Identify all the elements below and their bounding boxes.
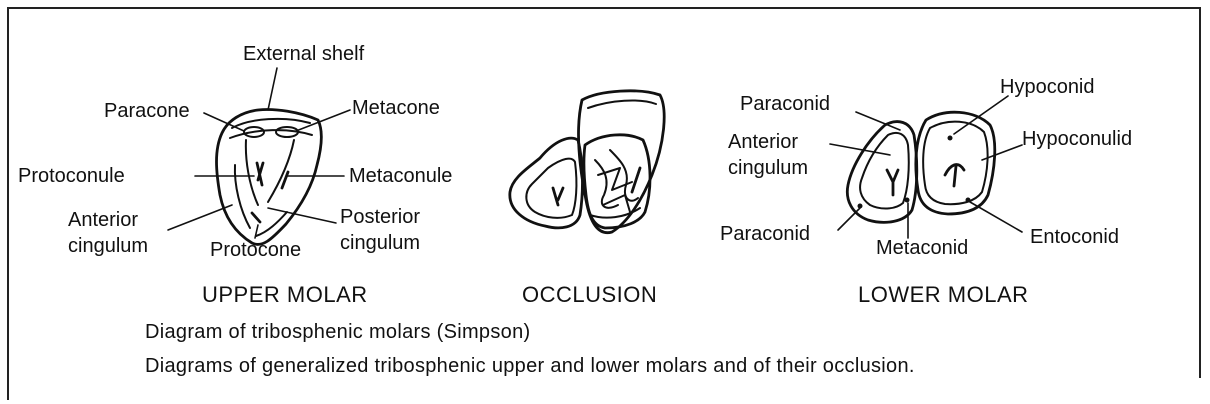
lower-molar-drawing — [847, 112, 994, 222]
label-paraconid-top: Paraconid — [740, 93, 830, 115]
caption: Diagram of tribosphenic molars (Simpson)… — [145, 321, 915, 377]
occlusion-group: OCCLUSION — [510, 91, 664, 307]
label-hypoconulid: Hypoconulid — [1022, 128, 1132, 150]
lower-molar-group: Paraconid Hypoconid Anterior cingulum Hy… — [720, 76, 1132, 307]
lower-molar-title: LOWER MOLAR — [858, 282, 1029, 307]
label-metaconule: Metaconule — [349, 165, 452, 187]
label-external-shelf: External shelf — [243, 43, 365, 65]
label-hypoconid: Hypoconid — [1000, 76, 1095, 98]
label-anterior-cingulum-upper-1: Anterior — [68, 209, 138, 231]
label-protoconule: Protoconule — [18, 165, 125, 187]
label-posterior-cingulum-1: Posterior — [340, 206, 420, 228]
label-anterior-cingulum-lower-1: Anterior — [728, 131, 798, 153]
caption-line-1: Diagram of tribosphenic molars (Simpson) — [145, 321, 530, 343]
label-metaconid: Metaconid — [876, 237, 968, 259]
label-protocone: Protocone — [210, 239, 301, 261]
label-posterior-cingulum-2: cingulum — [340, 232, 420, 254]
upper-molar-group: External shelf Paracone Metacone Protoco… — [18, 43, 452, 307]
upper-molar-leader-lines — [168, 68, 350, 238]
upper-molar-drawing — [217, 109, 322, 244]
label-paraconid-bottom: Paraconid — [720, 223, 810, 245]
label-metacone: Metacone — [352, 97, 440, 119]
label-anterior-cingulum-lower-2: cingulum — [728, 157, 808, 179]
caption-line-2: Diagrams of generalized tribosphenic upp… — [145, 355, 915, 377]
label-paracone: Paracone — [104, 100, 190, 122]
upper-molar-title: UPPER MOLAR — [202, 282, 368, 307]
occlusion-title: OCCLUSION — [522, 282, 657, 307]
occlusion-drawing — [510, 91, 664, 233]
label-entoconid: Entoconid — [1030, 226, 1119, 248]
label-anterior-cingulum-upper-2: cingulum — [68, 235, 148, 257]
